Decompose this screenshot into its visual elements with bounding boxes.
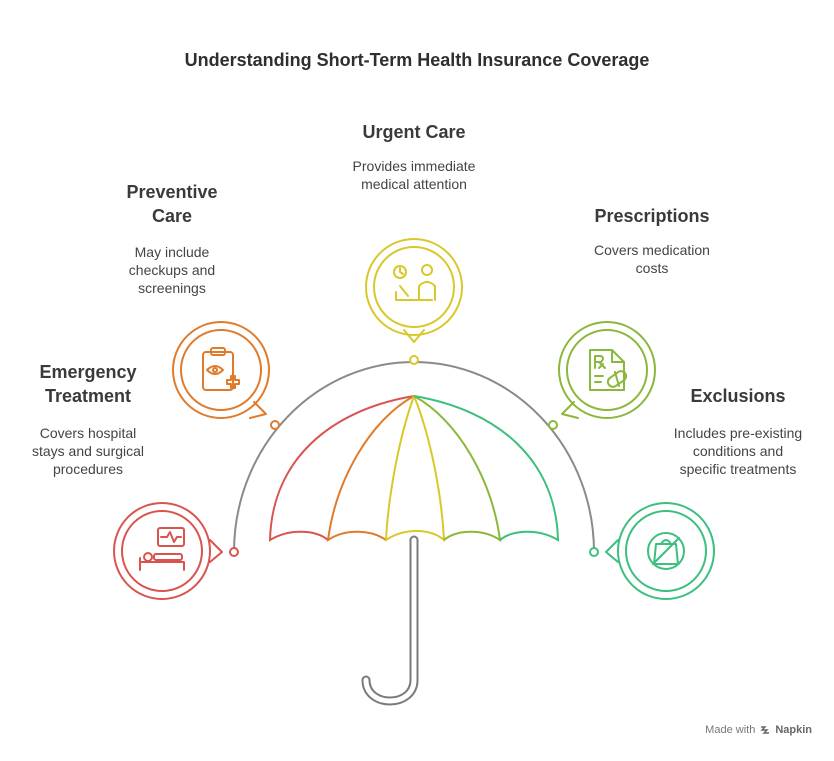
umbrella-handle-inner: [363, 537, 417, 704]
clipboard-eye-medical-icon: [172, 321, 270, 419]
exclusions-desc-line-2: conditions and: [692, 443, 784, 459]
dot-prescriptions: [548, 420, 558, 430]
exclusions-title: Exclusions: [690, 386, 786, 406]
prescription-pill-icon: [558, 321, 656, 419]
emergency-treatment-desc-line-3: procedures: [52, 461, 124, 477]
canopy-rib-lime: [413, 395, 502, 543]
canopy-rib-orange: [326, 395, 415, 543]
urgent-care-title: Urgent Care: [362, 122, 466, 142]
page-title: Understanding Short-Term Health Insuranc…: [184, 50, 650, 70]
emergency-treatment-desc-line-2: stays and surgical: [31, 443, 145, 459]
napkin-logo-icon: [760, 726, 770, 734]
urgent-care-desc-line-2: medical attention: [361, 176, 467, 192]
prescriptions-desc-line-1: Covers medication: [594, 242, 710, 258]
umbrella-handle: [361, 535, 419, 706]
canopy-rib-red: [268, 395, 415, 542]
exclusions-desc-line-1: Includes pre-existing: [673, 425, 803, 441]
urgent-care-desc-line-1: Provides immediate: [352, 158, 476, 174]
emergency-treatment-desc-line-1: Covers hospital: [39, 425, 137, 441]
hospital-bed-monitor-icon: [113, 502, 223, 600]
preventive-care-desc-line-1: May include: [134, 244, 210, 260]
doctor-clock-icon: [365, 238, 463, 343]
canopy-rib-green: [413, 395, 560, 542]
emergency-treatment-title-line-1: Emergency: [39, 362, 137, 382]
coverage-arc: [233, 361, 595, 553]
preventive-care-desc-line-2: checkups and: [128, 262, 216, 278]
dot-emergency: [229, 547, 239, 557]
footer-made-with: Made with: [705, 724, 756, 736]
dot-exclusions: [589, 547, 599, 557]
preventive-care-desc-line-3: screenings: [138, 280, 206, 296]
umbrella-canopy: [268, 395, 560, 543]
footer-brand: Napkin: [775, 724, 812, 736]
dot-urgent: [409, 355, 419, 365]
prescriptions-title: Prescriptions: [594, 206, 710, 226]
preventive-care-title-line-1: Preventive: [126, 182, 218, 202]
no-bag-icon: [605, 502, 715, 600]
emergency-treatment-title-line-2: Treatment: [44, 386, 132, 406]
prescriptions-desc-line-2: costs: [635, 260, 669, 276]
footer-credit: Made with Napkin: [705, 724, 812, 736]
dot-preventive: [270, 420, 280, 430]
preventive-care-title-line-2: Care: [151, 206, 193, 226]
canopy-rib-yellow: [384, 395, 446, 543]
exclusions-desc-line-3: specific treatments: [679, 461, 797, 477]
